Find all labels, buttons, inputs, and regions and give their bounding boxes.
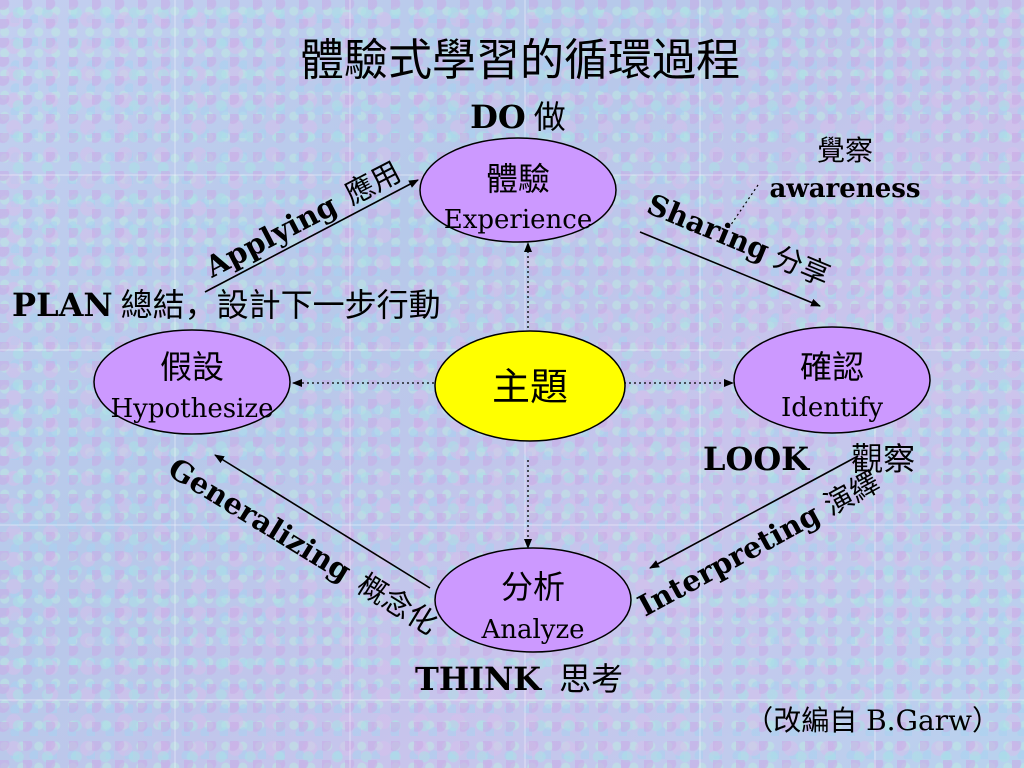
awareness-zh-label: 覺察 bbox=[817, 134, 873, 167]
node-identify: 確認 Identify bbox=[733, 326, 931, 434]
node-analyze: 分析 Analyze bbox=[434, 547, 632, 653]
svg-text:Applying應用: Applying應用 bbox=[199, 155, 407, 285]
node-identify-zh: 確認 bbox=[800, 348, 864, 386]
svg-text:Generalizing概念化: Generalizing概念化 bbox=[162, 451, 443, 641]
node-analyze-en: Analyze bbox=[480, 615, 584, 645]
node-center: 主題 bbox=[434, 330, 626, 442]
node-hypothesize: 假設 Hypothesize bbox=[93, 329, 291, 435]
node-experience-zh: 體驗 bbox=[486, 160, 550, 198]
node-hypothesize-en: Hypothesize bbox=[111, 394, 274, 424]
interpreting-arrow bbox=[649, 455, 859, 569]
node-experience: 體驗 Experience bbox=[419, 137, 617, 243]
applying-label: Applying應用 bbox=[199, 155, 407, 285]
node-experience-en: Experience bbox=[444, 205, 593, 235]
generalizing-arrow bbox=[214, 454, 431, 589]
generalizing-label: Generalizing概念化 bbox=[162, 451, 443, 641]
node-center-label: 主題 bbox=[492, 365, 568, 409]
awareness-en-label: awareness bbox=[769, 174, 920, 204]
center-connectors bbox=[292, 242, 734, 549]
node-identify-en: Identify bbox=[781, 393, 883, 423]
applying-arrow bbox=[204, 179, 419, 293]
cycle-arrows bbox=[204, 179, 859, 589]
interpreting-label: Interpreting演繹 bbox=[632, 465, 885, 624]
sharing-arrow bbox=[639, 231, 821, 307]
node-hypothesize-zh: 假設 bbox=[160, 348, 224, 386]
svg-text:Interpreting演繹: Interpreting演繹 bbox=[632, 465, 885, 624]
node-analyze-zh: 分析 bbox=[501, 568, 565, 606]
source-attribution: （改編自 B.Garw） bbox=[745, 704, 1000, 737]
page-title: 體驗式學習的循環過程 bbox=[300, 35, 740, 86]
